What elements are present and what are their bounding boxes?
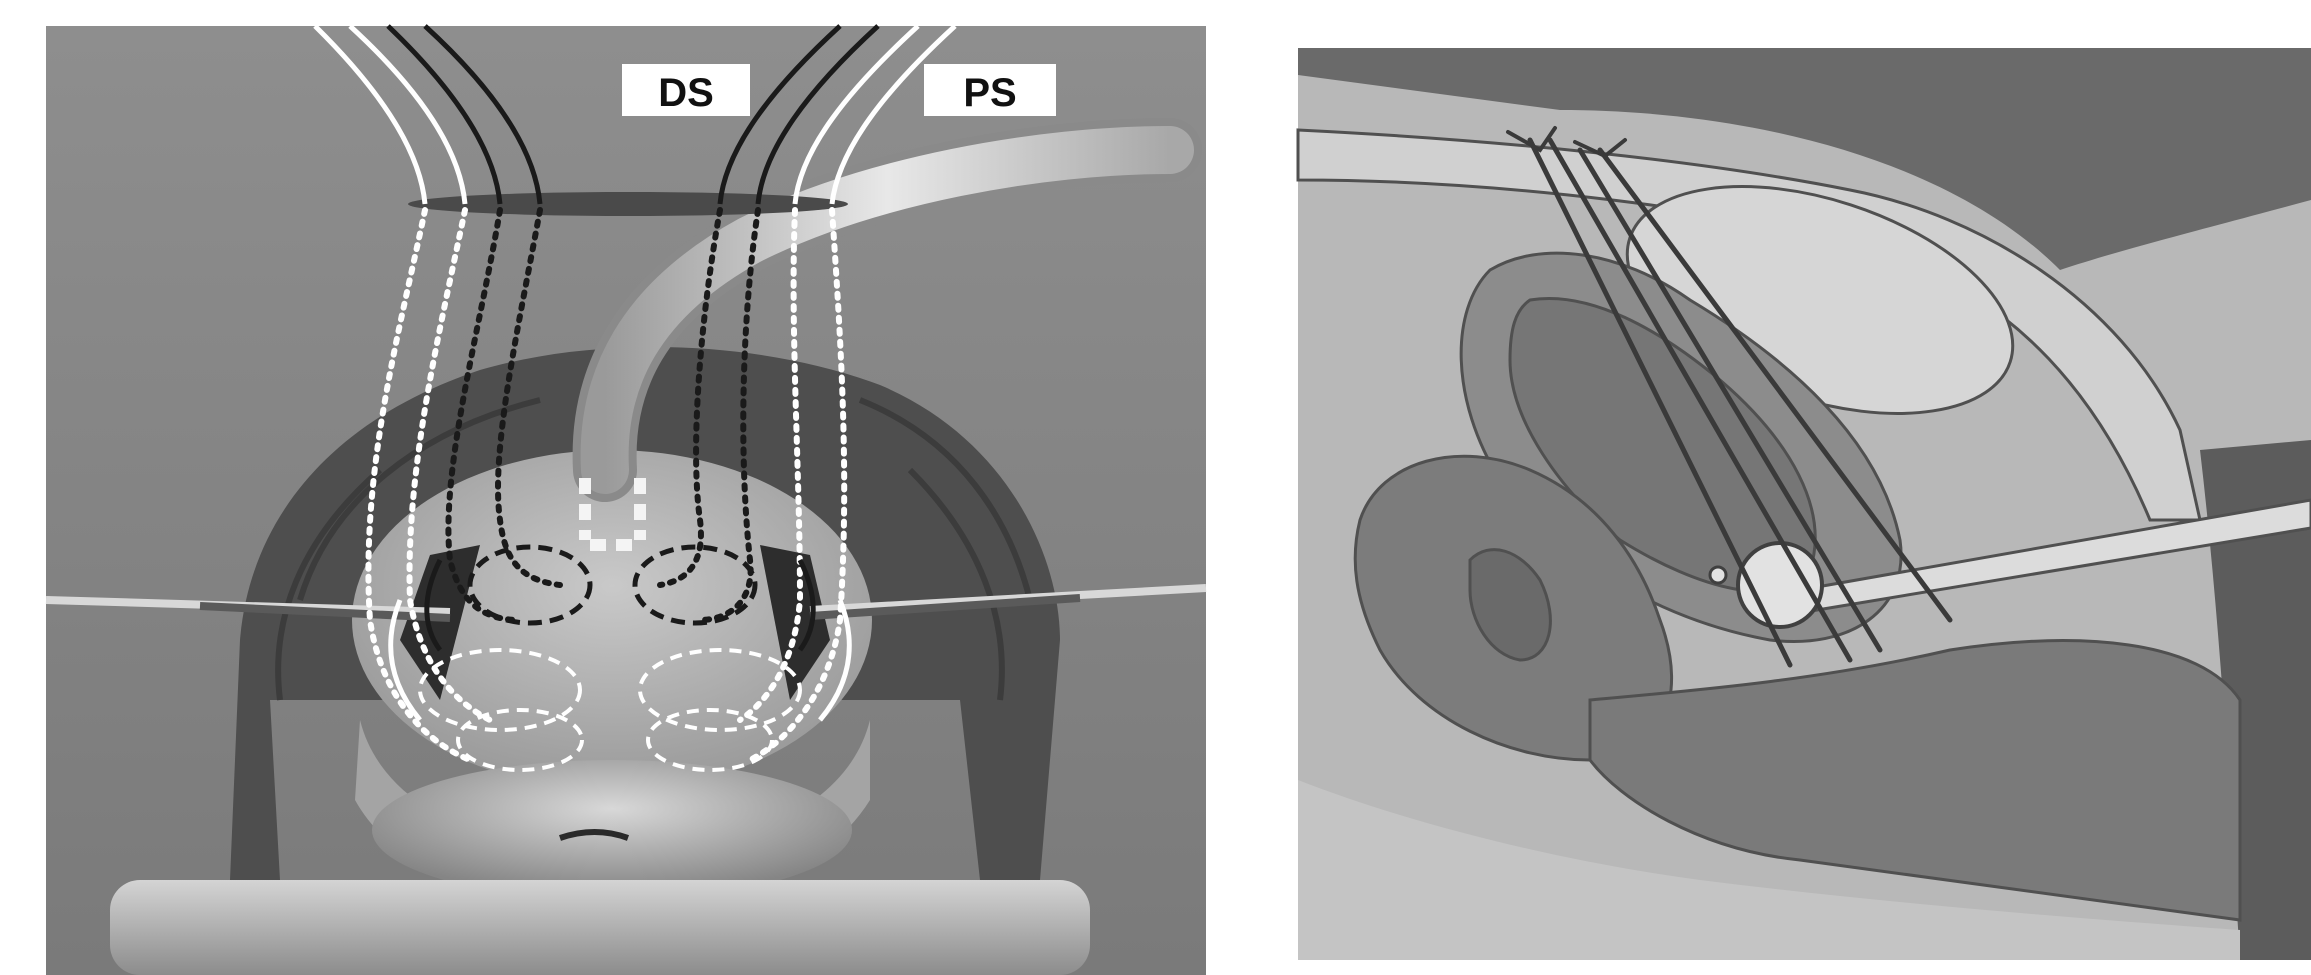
balloon-marker: [1710, 567, 1726, 583]
ds-label: DS: [658, 71, 714, 115]
right-panel: [1298, 48, 2311, 960]
table: [110, 880, 1090, 975]
chin: [372, 760, 852, 900]
ps-label: PS: [963, 71, 1016, 115]
aperture-ellipse: [408, 192, 848, 216]
left-panel: DS PS: [46, 26, 1206, 975]
